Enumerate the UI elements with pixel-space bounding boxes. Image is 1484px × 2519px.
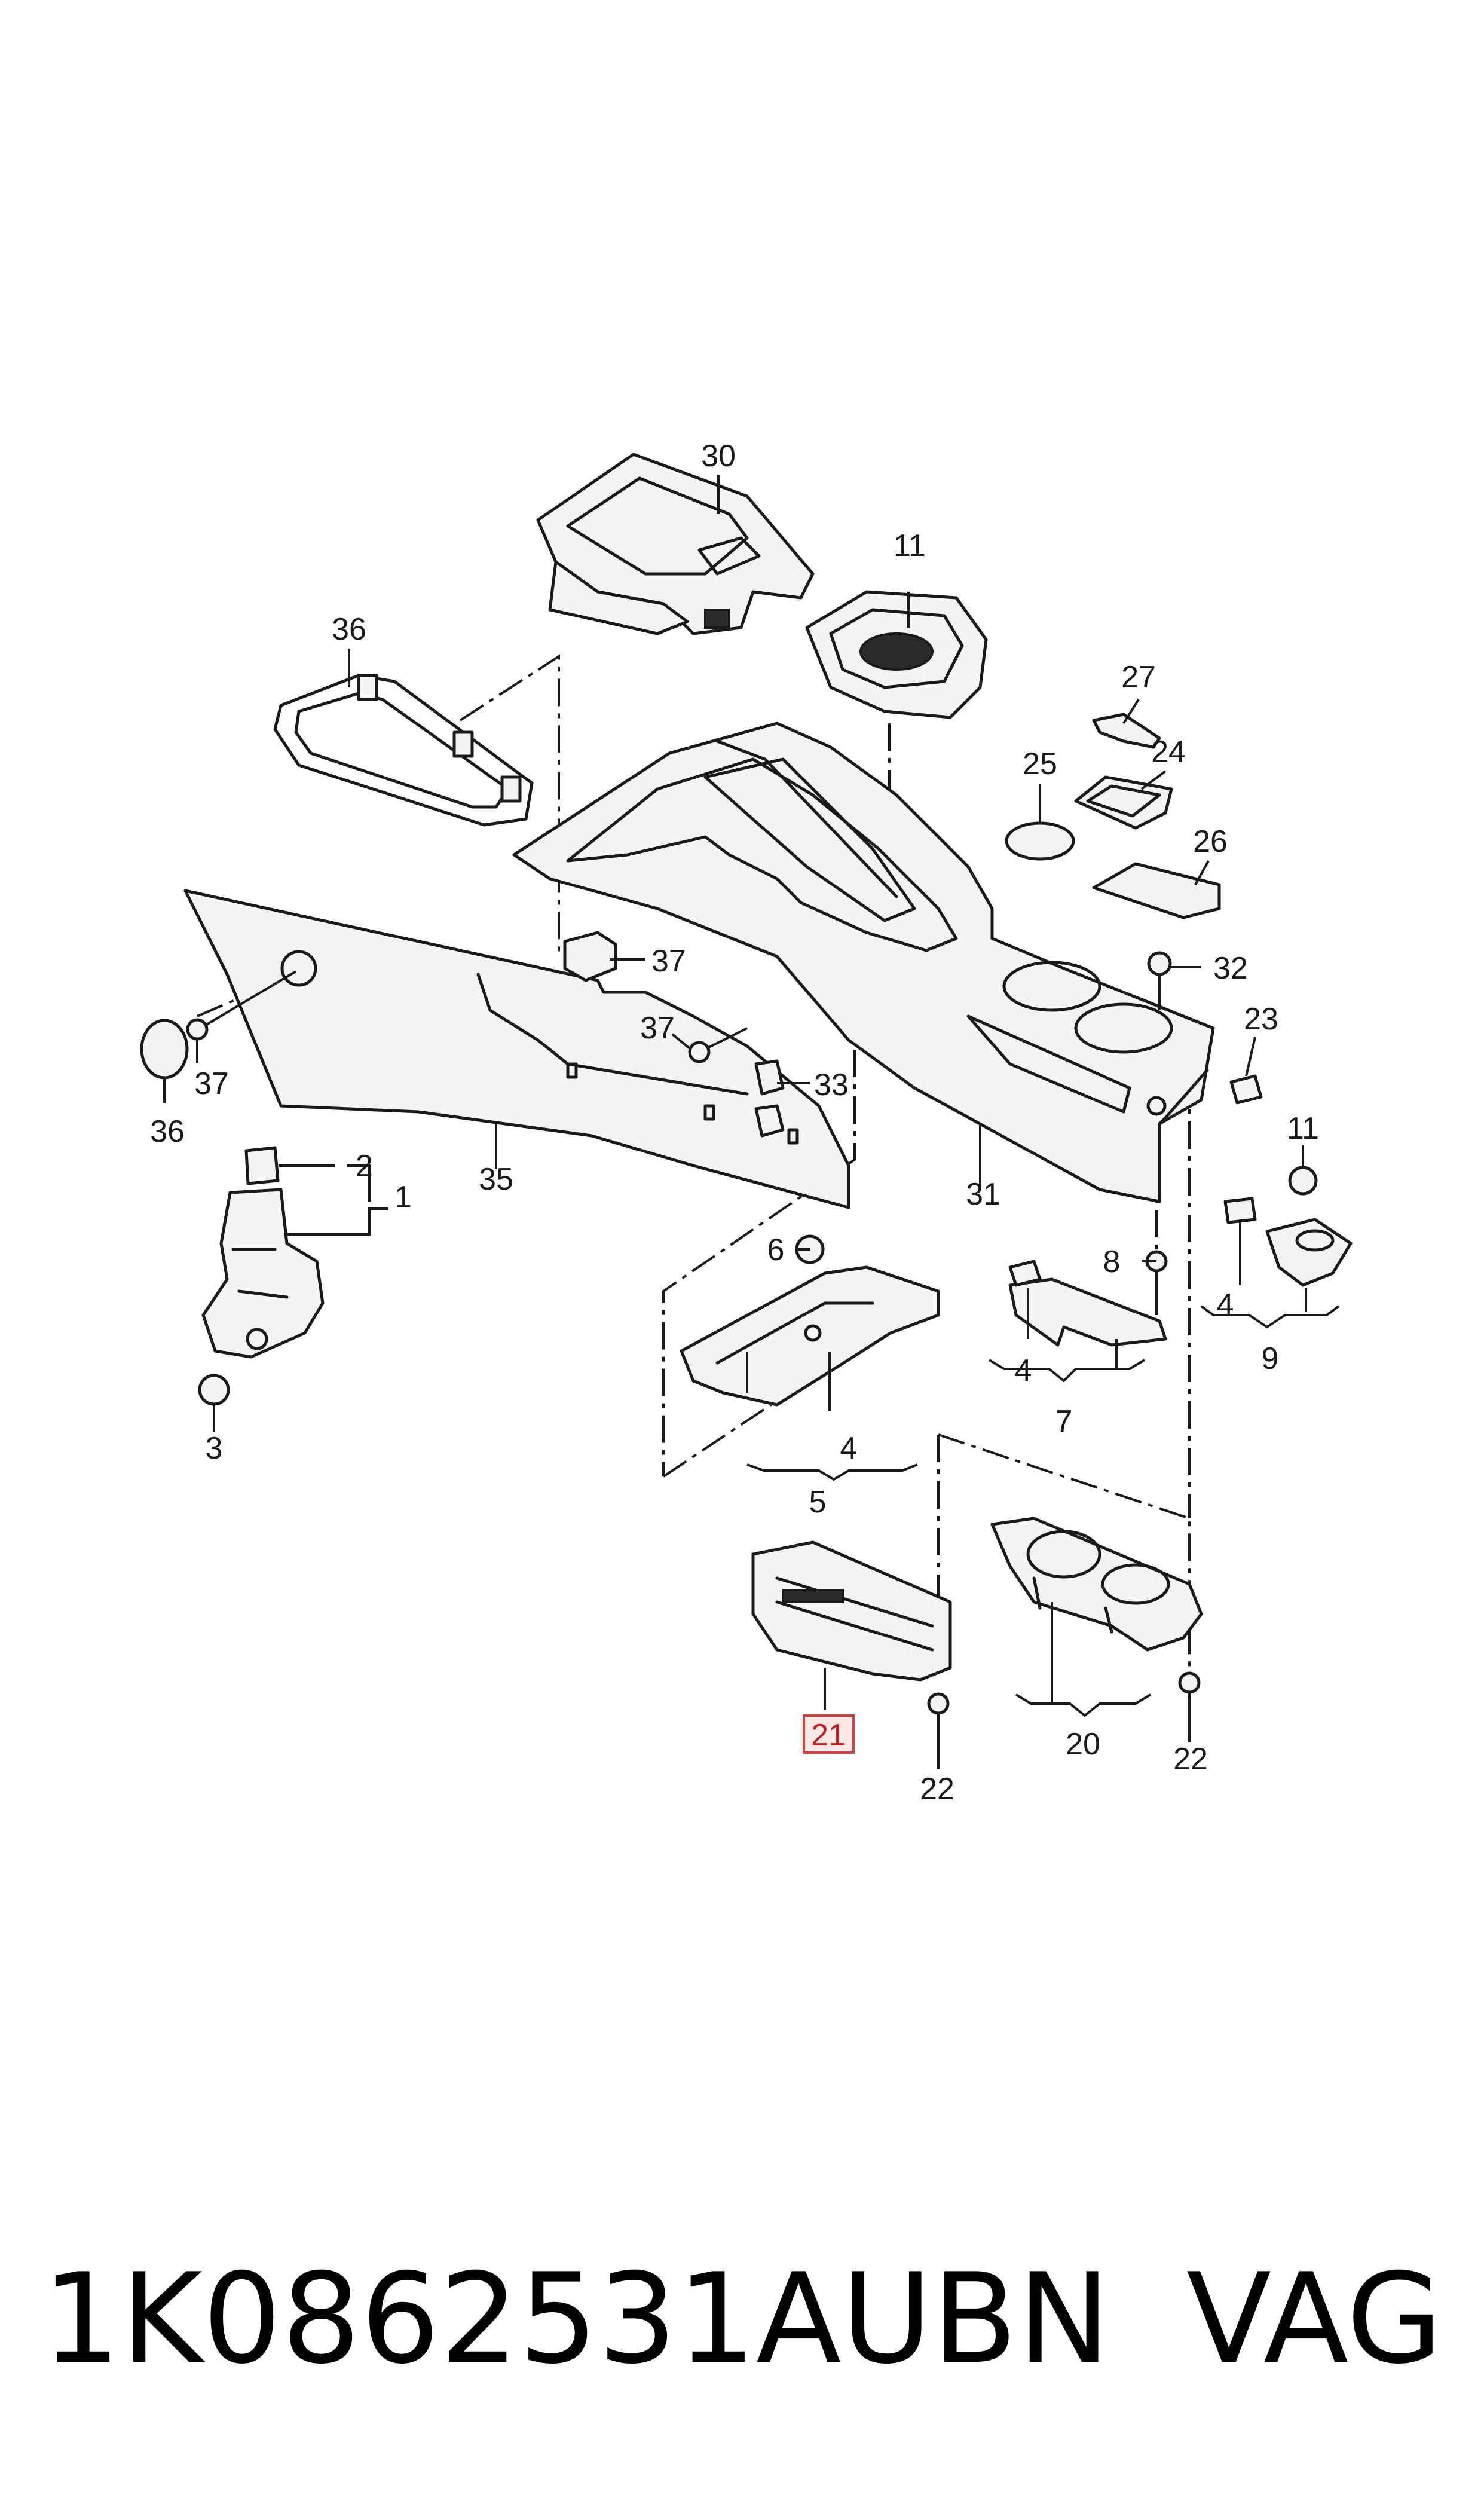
callout-5: 5 <box>809 1485 827 1520</box>
part-2-clip <box>244 1146 280 1185</box>
part-32-clip <box>754 1059 785 1138</box>
part-22-screw <box>927 1671 1201 1751</box>
part-21-storage-compartment <box>751 1540 952 1682</box>
part-23-clip <box>1229 1074 1263 1105</box>
callout-22b: 22 <box>1173 1742 1208 1777</box>
part-30-center-console <box>512 722 1215 1203</box>
part-27-insert <box>1092 713 1161 749</box>
callout-21-highlight-box <box>803 1714 855 1754</box>
callout-34: 37 <box>651 944 686 979</box>
part-33-bezel-frame <box>273 674 534 827</box>
part-25-round-mat <box>1005 821 1075 861</box>
callout-22a: 22 <box>920 1772 954 1806</box>
callout-20: 20 <box>1066 1727 1100 1762</box>
callout-21: 21 <box>811 1718 846 1753</box>
callout-36: 36 <box>150 1114 185 1149</box>
callout-9: 9 <box>1262 1341 1279 1376</box>
part-26-mat <box>1092 862 1221 919</box>
part-3-nut <box>198 1374 230 1406</box>
callout-23: 23 <box>1244 1002 1278 1037</box>
callout-6: 6 <box>767 1233 785 1267</box>
brand-label: VAG <box>1186 2247 1443 2392</box>
callout-25: 25 <box>1023 747 1057 781</box>
callout-27: 27 <box>1121 660 1156 695</box>
part-number-label: 1K0862531AUBN <box>42 2247 1110 2392</box>
part-31-screw <box>1147 951 1172 1010</box>
callout-37a: 37 <box>640 1011 675 1045</box>
callout-32: 33 <box>814 1068 849 1102</box>
part-24-mat <box>1074 775 1173 830</box>
callout-11: 11 <box>1287 1111 1319 1146</box>
callout-30: 31 <box>966 1177 1000 1212</box>
part-36-cap <box>140 1019 189 1080</box>
callout-4c: 4 <box>1217 1288 1234 1322</box>
callout-2: 2 <box>356 1149 373 1184</box>
callout-8: 8 <box>1103 1245 1121 1279</box>
callout-labels: 30 11 36 27 24 25 26 32 23 37 37 33 37 3… <box>150 439 1319 1806</box>
callout-4b: 4 <box>1015 1353 1032 1388</box>
callout-26: 26 <box>1193 824 1228 859</box>
part-20-cup-holder <box>990 1517 1203 1652</box>
part-28-storage-tray <box>536 453 815 635</box>
leader-lines <box>163 475 1340 1769</box>
callout-33: 36 <box>332 612 366 647</box>
callout-28: 30 <box>701 439 736 473</box>
part-35-side-panel <box>183 889 850 1209</box>
part-1-bracket <box>201 1188 325 1359</box>
callout-37b: 37 <box>194 1066 229 1101</box>
callout-10: 11 <box>894 528 926 563</box>
callout-4a: 4 <box>840 1431 858 1466</box>
part-5-bracket <box>680 1265 940 1407</box>
callout-7: 7 <box>1055 1404 1073 1439</box>
callout-35: 35 <box>479 1162 513 1197</box>
part-34-clip <box>563 931 617 982</box>
part-9-bracket <box>1223 1197 1353 1287</box>
callout-1: 1 <box>394 1180 412 1215</box>
callout-31: 32 <box>1213 951 1248 986</box>
callout-24: 24 <box>1151 735 1186 769</box>
part-7-bracket <box>1008 1260 1167 1347</box>
part-11-nut <box>1288 1166 1318 1196</box>
callout-3: 3 <box>206 1431 223 1466</box>
part-10-gear-boot <box>805 590 988 719</box>
